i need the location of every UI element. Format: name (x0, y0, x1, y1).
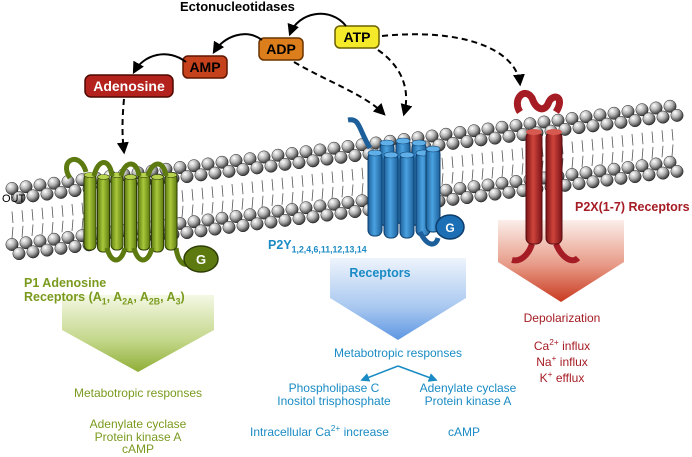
p2x-na-influx: Na+ influx (536, 352, 588, 369)
membrane-out-label: OUT (2, 193, 26, 205)
p1-receptor-line2: Receptors (A1, A2A, A2B, A3) (24, 290, 185, 307)
atp-box: ATP (334, 25, 380, 49)
p1-effect-adenylate-cyclase: Adenylate cyclase (89, 417, 187, 431)
p1-adenosine-receptor: G (64, 157, 219, 273)
amp-label: AMP (189, 59, 220, 75)
p2y-receptor-line2: Receptors (349, 266, 411, 280)
p2y-branch-left-arrow (360, 365, 399, 382)
p2y-effect-adenylate-cyclase: Adenylate cyclase (419, 381, 517, 395)
amp-to-adenosine-arrow (132, 53, 187, 75)
p2y-g-protein-label: G (445, 221, 454, 235)
p2y-g-protein (435, 214, 465, 240)
adp-box: ADP (258, 37, 304, 61)
p2y-left-effects: Phospholipase C Inositol trisphosphate (264, 381, 404, 409)
p2x-k-efflux: K+ efflux (539, 368, 585, 385)
p1-effect-protein-kinase-a: Protein kinase A (94, 429, 182, 444)
p2y-receptor-name: P2Y1,2,4,6,11,12,13,14 (268, 238, 367, 255)
p2x-response: Depolarization (523, 311, 601, 325)
ectonucleotidases-label: Ectonucleotidases (180, 0, 295, 14)
atp-to-p2y-arrow (377, 49, 413, 117)
p2y-effect-phospholipase-c: Phospholipase C (288, 381, 380, 395)
adp-label: ADP (266, 41, 296, 57)
p1-response: Metabotropic responses (73, 386, 203, 400)
p2x-receptor (511, 89, 581, 264)
p2x-ion-fluxes: Ca2+ influx Na+ influx K+ efflux (500, 337, 624, 385)
p2y-effect-intracellular-ca: Intracellular Ca2+ increase (250, 423, 389, 439)
atp-to-adp-arrow (287, 12, 347, 37)
p1-g-protein (183, 245, 219, 273)
p2y-effect-camp: cAMP (448, 425, 481, 439)
p2x-ca-influx: Ca2+ influx (533, 337, 591, 353)
p2y-receptor: G (347, 117, 465, 247)
adp-to-amp-arrow (212, 33, 263, 55)
p1-effects: Adenylate cyclase Protein kinase A cAMP (58, 418, 218, 456)
p2x-receptor-name: P2X(1-7) Receptors (575, 200, 690, 214)
p1-receptor-line1: P1 Adenosine (24, 276, 107, 290)
p2y-branch-right-arrow (397, 365, 438, 382)
atp-label: ATP (344, 29, 371, 45)
p2y-effect-protein-kinase-a: Protein kinase A (424, 394, 512, 409)
p2y-right-effects: Adenylate cyclase Protein kinase A (398, 381, 538, 409)
atp-to-p2x-arrow (381, 33, 525, 87)
adenosine-box: Adenosine (84, 74, 174, 98)
p2y-signal-cone (330, 258, 466, 340)
p2y-effect-inositol-trisphosphate: Inositol trisphosphate (277, 394, 391, 409)
amp-box: AMP (182, 55, 228, 79)
p1-g-protein-label: G (196, 252, 206, 267)
adenosine-to-p1-arrow (116, 98, 129, 155)
p1-signal-cone (62, 295, 214, 372)
p1-effect-camp: cAMP (121, 442, 154, 457)
p1-receptor-title: P1 Adenosine Receptors (A1, A2A, A2B, A3… (24, 276, 185, 307)
adp-to-p2y-arrow (293, 61, 386, 116)
adenosine-label: Adenosine (93, 78, 165, 94)
p2y-response: Metabotropic responses (333, 346, 463, 360)
